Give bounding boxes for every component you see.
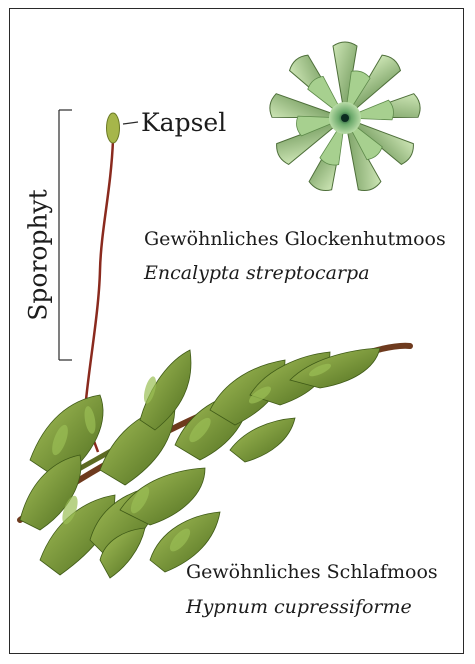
species-1-common-name: Gewöhnliches Glockenhutmoos (144, 228, 446, 250)
hypnum-moss (20, 346, 410, 578)
capsule (107, 113, 120, 143)
species-2-latin-name: Hypnum cupressiforme (186, 596, 412, 618)
species-1-latin-name: Encalypta streptocarpa (144, 262, 370, 284)
capsule-pointer (123, 122, 138, 124)
sporophyte-bracket (59, 110, 72, 360)
sporophyte-label: Sporophyt (24, 189, 53, 320)
species-2-common-name: Gewöhnliches Schlafmoos (186, 561, 438, 583)
capsule-label: Kapsel (141, 108, 226, 137)
rosette-moss (268, 42, 422, 194)
